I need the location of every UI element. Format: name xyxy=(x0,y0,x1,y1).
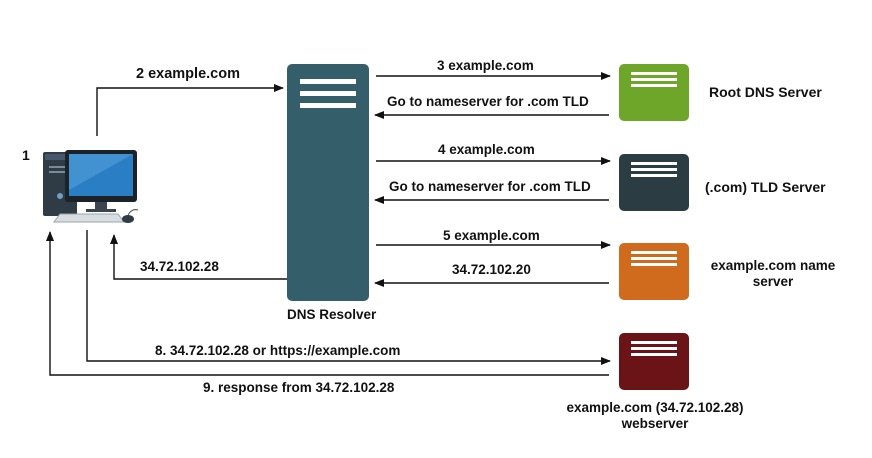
dns-resolver-label: DNS Resolver xyxy=(287,307,377,322)
name-reply-label: 34.72.102.20 xyxy=(452,262,531,277)
step9-label: 9. response from 34.72.102.28 xyxy=(203,380,395,395)
resolver-reply-label: 34.72.102.28 xyxy=(140,259,219,274)
client-step-label: 1 xyxy=(22,147,30,163)
root-server-label: Root DNS Server xyxy=(709,84,822,100)
name-server-icon xyxy=(619,243,689,300)
step2-label: 2 example.com xyxy=(136,66,240,82)
web-server-label: example.com (34.72.102.28) webserver xyxy=(540,400,770,432)
computer-icon xyxy=(43,150,139,223)
arrow-step8 xyxy=(86,230,611,365)
root-server-icon xyxy=(619,64,689,121)
web-server-icon xyxy=(619,333,689,390)
dns-resolver-icon xyxy=(287,64,369,301)
arrow-resolver-reply xyxy=(110,234,287,280)
name-server-label-line1: example.com name xyxy=(710,258,836,273)
step4-label: 4 example.com xyxy=(438,142,535,157)
root-reply-label: Go to nameserver for .com TLD xyxy=(387,94,589,109)
step3-label: 3 example.com xyxy=(437,58,534,73)
tld-server-label: (.com) TLD Server xyxy=(705,179,826,195)
tld-reply-label: Go to nameserver for .com TLD xyxy=(389,179,591,194)
web-server-label-line2: webserver xyxy=(621,416,689,431)
name-server-label: example.com name server xyxy=(698,258,848,290)
step8-label: 8. 34.72.102.28 or https://example.com xyxy=(155,343,401,358)
web-server-label-line1: example.com (34.72.102.28) xyxy=(566,400,744,415)
step5-label: 5 example.com xyxy=(443,228,540,243)
name-server-label-line2: server xyxy=(752,274,794,289)
tld-server-icon xyxy=(619,154,689,211)
arrow-step9 xyxy=(46,231,609,376)
arrow-step2 xyxy=(96,84,284,136)
